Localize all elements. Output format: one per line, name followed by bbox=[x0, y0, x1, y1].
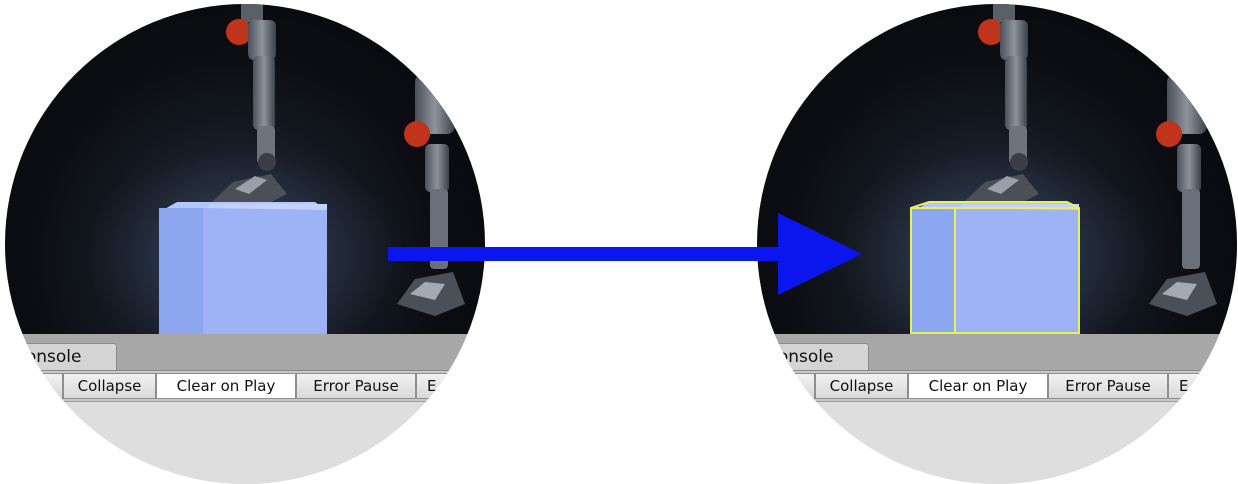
robot-joint-icon bbox=[226, 19, 252, 45]
clear-on-play-button[interactable]: Clear on Play bbox=[908, 373, 1048, 399]
before-zoom-panel: Console l Collapse Clear on Play Error P… bbox=[5, 4, 485, 484]
editor-button-label: E bbox=[427, 377, 437, 395]
editor-button[interactable]: E bbox=[1168, 373, 1208, 399]
cube-object-selected[interactable] bbox=[910, 201, 1080, 334]
cube-object[interactable] bbox=[159, 202, 327, 334]
tab-console-label: Console bbox=[766, 347, 834, 367]
robot-joint-icon bbox=[978, 19, 1004, 45]
console-log-area[interactable] bbox=[5, 402, 485, 484]
console-tab-bar: Console bbox=[757, 334, 1237, 371]
editor-button-label: E bbox=[1179, 377, 1189, 395]
clear-button-label: l bbox=[792, 377, 798, 395]
clear-on-play-button-label: Clear on Play bbox=[928, 377, 1028, 395]
selection-outline bbox=[910, 201, 1080, 334]
error-pause-button-label: Error Pause bbox=[1065, 377, 1151, 395]
scene-render bbox=[85, 4, 465, 334]
tab-console[interactable]: Console bbox=[5, 343, 117, 370]
console-tab-bar: Console bbox=[5, 334, 485, 371]
clear-on-play-button-label: Clear on Play bbox=[176, 377, 276, 395]
tab-console-label: Console bbox=[14, 347, 82, 367]
scene-render bbox=[837, 4, 1217, 334]
after-zoom-panel: Console l Collapse Clear on Play Error P… bbox=[757, 4, 1237, 484]
tab-console[interactable]: Console bbox=[757, 343, 869, 370]
error-pause-button[interactable]: Error Pause bbox=[1048, 373, 1168, 399]
robot-leg-right bbox=[397, 74, 465, 316]
robot-joint-icon bbox=[404, 121, 430, 147]
collapse-button-label: Collapse bbox=[77, 377, 142, 395]
robot-leg-right bbox=[1149, 74, 1217, 316]
console-toolbar: l Collapse Clear on Play Error Pause E bbox=[5, 371, 485, 402]
robot-joint-icon bbox=[1156, 121, 1182, 147]
error-pause-button[interactable]: Error Pause bbox=[296, 373, 416, 399]
scene-view[interactable] bbox=[757, 4, 1237, 334]
error-pause-button-label: Error Pause bbox=[313, 377, 399, 395]
editor-button[interactable]: E bbox=[416, 373, 456, 399]
collapse-button-label: Collapse bbox=[829, 377, 894, 395]
collapse-button[interactable]: Collapse bbox=[63, 373, 156, 399]
clear-button[interactable]: l bbox=[23, 373, 63, 399]
console-log-area[interactable] bbox=[757, 402, 1237, 484]
clear-button[interactable]: l bbox=[775, 373, 815, 399]
clear-button-label: l bbox=[40, 377, 46, 395]
scene-view[interactable] bbox=[5, 4, 485, 334]
console-toolbar: l Collapse Clear on Play Error Pause E bbox=[757, 371, 1237, 402]
clear-on-play-button[interactable]: Clear on Play bbox=[156, 373, 296, 399]
collapse-button[interactable]: Collapse bbox=[815, 373, 908, 399]
robot-leg-center bbox=[205, 4, 287, 210]
